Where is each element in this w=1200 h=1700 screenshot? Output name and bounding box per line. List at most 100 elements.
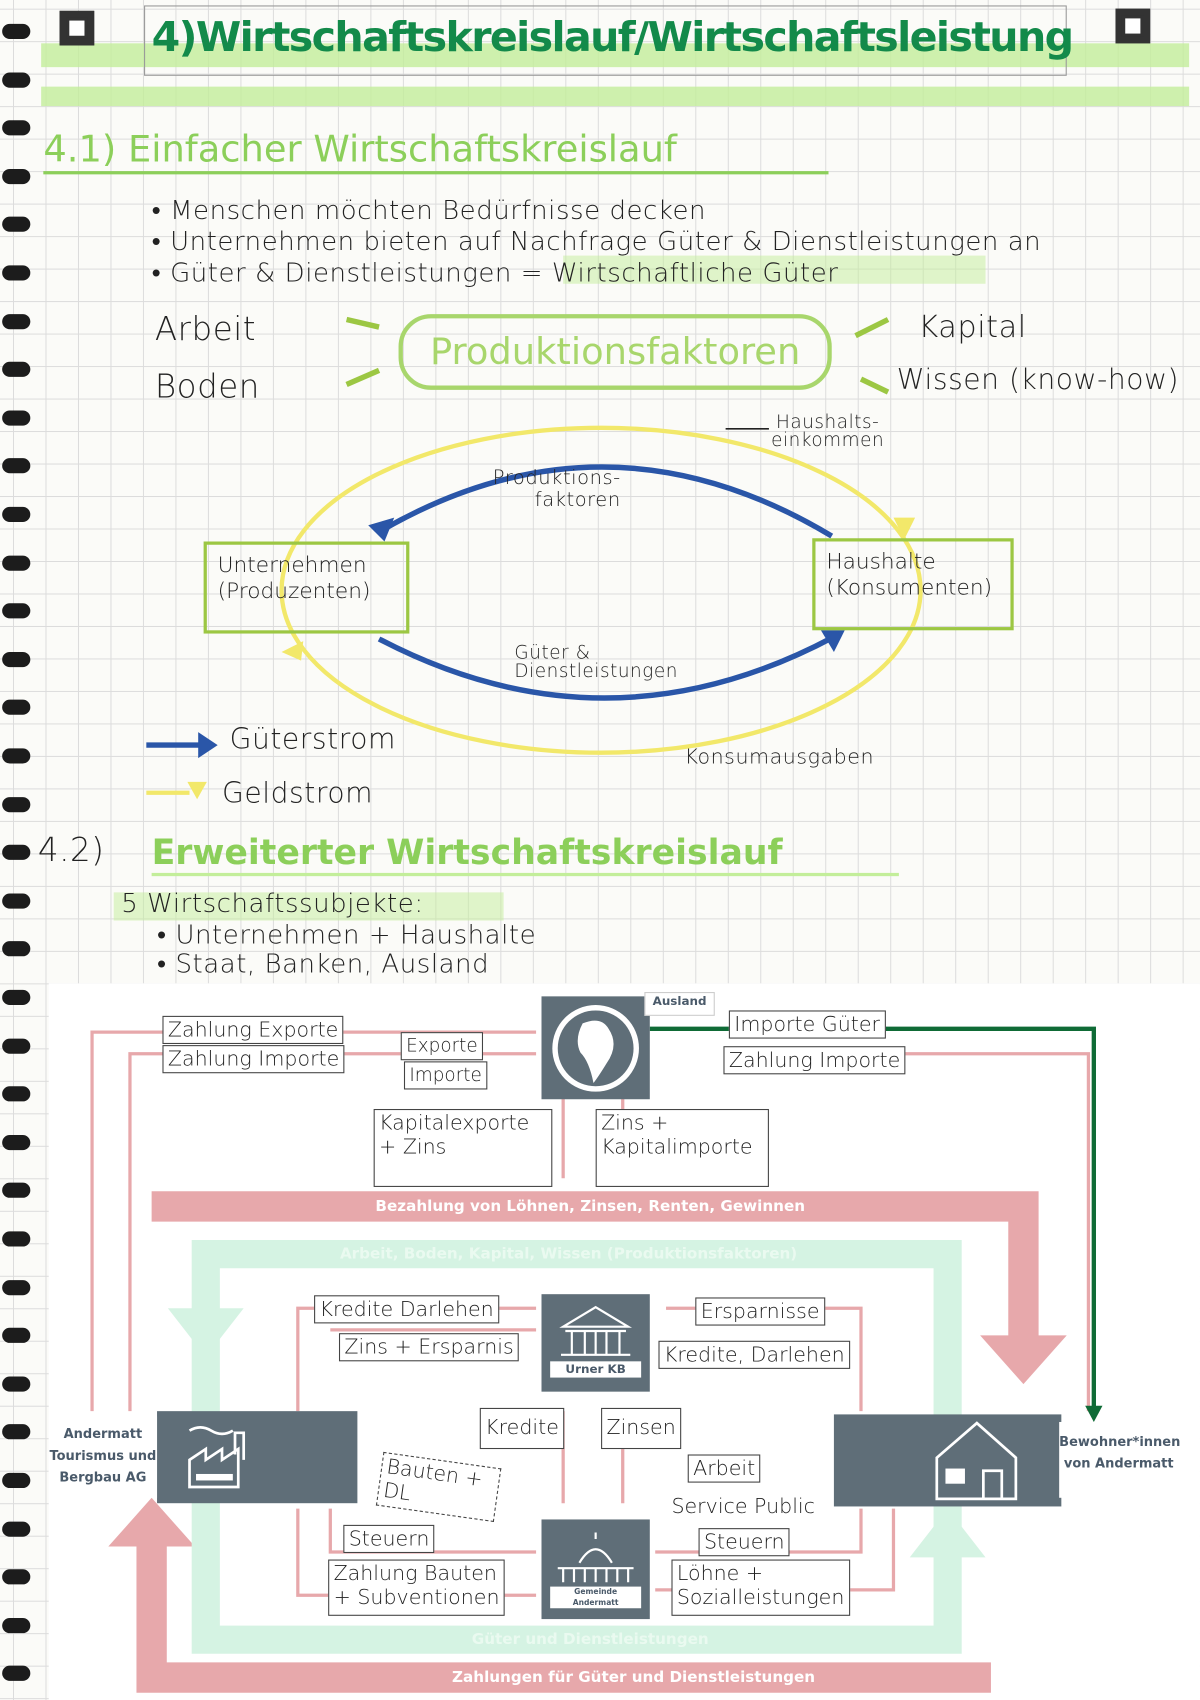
- households-block: [833, 1414, 1062, 1507]
- note-zahlung-importe-right: Zahlung Importe: [723, 1046, 906, 1075]
- note-steuern-right: Steuern: [698, 1528, 790, 1557]
- spiral-ring: [2, 555, 31, 571]
- money-arrow-icon: [187, 781, 207, 800]
- box-haushalte: Haushalte (Konsumenten): [812, 538, 1014, 631]
- section-heading-4-1: 4.1) Einfacher Wirtschaftskreislauf: [43, 128, 829, 175]
- gemeinde-label: Gemeinde Andermatt: [550, 1586, 642, 1609]
- corner-icon: [1115, 8, 1151, 44]
- band-bottom-label: Zahlungen für Güter und Dienstleistungen: [452, 1668, 816, 1687]
- note-exporte: Exporte: [400, 1032, 484, 1061]
- page-title: 4)Wirtschaftskreislauf/Wirtschaftsleistu…: [151, 12, 1074, 61]
- spiral-ring: [2, 217, 31, 233]
- bullet-highlight: [563, 255, 986, 284]
- legend-arrows: [146, 732, 218, 800]
- section-number-4-2: 4.2): [37, 831, 105, 870]
- subject-item: Staat, Banken, Ausland: [175, 948, 490, 980]
- factor-wissen: Wissen (know-how): [896, 363, 1180, 397]
- label-haushaltseinkommen: Haushalts- einkommen: [771, 411, 885, 452]
- spiral-ring: [2, 506, 31, 523]
- title-highlight: [41, 43, 1190, 68]
- note-kapitalexporte: Kapitalexporte + Zins: [373, 1108, 553, 1187]
- bullet-text: Güter & Dienstleistungen = Wirtschaftlic…: [170, 257, 839, 289]
- bank-block: Urner KB: [541, 1294, 650, 1392]
- spiral-ring: [2, 989, 31, 1006]
- note-kredite: Kredite: [479, 1407, 565, 1450]
- note-kapitalimporte: Zins + Kapitalimporte: [595, 1108, 769, 1187]
- spiral-ring: [2, 1617, 31, 1633]
- bullet-item: • Menschen möchten Bedürfnisse decken: [151, 194, 707, 226]
- legend-geldstrom: Geldstrom: [222, 777, 374, 811]
- spiral-ring: [2, 361, 31, 378]
- spiral-ring: [2, 893, 31, 909]
- bullet-text: Unternehmen bieten auf Nachfrage Güter &…: [170, 226, 1042, 257]
- note-ersparnisse: Ersparnisse: [695, 1297, 825, 1326]
- spiral-ring: [2, 1183, 31, 1199]
- note-zahlung-exporte: Zahlung Exporte: [162, 1015, 344, 1045]
- spiral-ring: [2, 748, 31, 764]
- spiral-ring: [2, 1424, 31, 1440]
- ausland-block: [541, 996, 650, 1100]
- spiral-ring: [2, 796, 31, 812]
- money-arrow-head: [893, 517, 916, 540]
- note-steuern-left: Steuern: [343, 1524, 435, 1554]
- spiral-ring: [2, 265, 31, 281]
- money-arrow-head: [281, 641, 304, 661]
- legend-gueterstrom: Güterstrom: [229, 723, 396, 756]
- spiral-ring: [2, 603, 31, 619]
- spiral-ring: [2, 458, 31, 474]
- factor-connectors: [345, 316, 890, 395]
- firm-label: Andermatt Tourismus und Bergbau AG: [48, 1416, 158, 1498]
- government-building-icon: [557, 1532, 634, 1583]
- factor-kapital: Kapital: [918, 308, 1027, 345]
- spiral-ring: [2, 72, 31, 88]
- factor-boden: Boden: [154, 368, 260, 407]
- subject-item: Unternehmen + Haushalte: [175, 919, 537, 950]
- spiral-ring: [2, 941, 31, 957]
- note-importe-gueter: Importe Güter: [728, 1010, 886, 1039]
- arrow-head: [820, 630, 845, 652]
- bullet-item: • Unternehmen bieten auf Nachfrage Güter…: [151, 226, 1042, 257]
- bullet-text: Menschen möchten Bedürfnisse decken: [170, 194, 707, 226]
- bullet-list: • Menschen möchten Bedürfnisse decken • …: [152, 195, 1042, 289]
- spiral-ring: [2, 651, 31, 667]
- bank-label: Urner KB: [550, 1361, 642, 1378]
- bullet-item: • Güter & Dienstleistungen = Wirtschaftl…: [151, 257, 839, 289]
- note-zahlung-bauten: Zahlung Bauten + Subventionen: [328, 1559, 505, 1616]
- note-kredite-darlehen-right: Kredite, Darlehen: [658, 1340, 851, 1369]
- spiral-ring: [2, 844, 31, 861]
- money-flow-ellipse: [279, 425, 923, 755]
- goods-flow-top: [379, 464, 834, 539]
- arrow-head: [368, 517, 395, 542]
- spiral-ring: [2, 700, 31, 716]
- label-gueter-dl: Güter & Dienstleistungen: [514, 642, 678, 683]
- spiral-ring: [2, 1279, 31, 1295]
- spiral-ring: [2, 23, 31, 39]
- spiral-ring: [2, 1666, 31, 1682]
- note-arbeit: Arbeit: [687, 1454, 761, 1483]
- gemeinde-block: Gemeinde Andermatt: [541, 1519, 650, 1620]
- note-loehne: Löhne + Sozialleistungen: [671, 1559, 850, 1616]
- factory-icon: [188, 1426, 246, 1489]
- band-top-label: Bezahlung von Löhnen, Zinsen, Renten, Ge…: [375, 1197, 806, 1216]
- house-icon: [935, 1421, 1018, 1501]
- subjects-highlight: [113, 892, 504, 921]
- production-factors-cloud: Produktionsfaktoren: [398, 314, 832, 390]
- spiral-ring: [2, 1521, 31, 1537]
- spiral-ring: [2, 1472, 31, 1489]
- spiral-ring: [2, 168, 31, 184]
- factor-arbeit: Arbeit: [154, 310, 257, 349]
- extended-circuit-diagram: Bezahlung von Löhnen, Zinsen, Renten, Ge…: [48, 983, 1200, 1700]
- label-konsumausgaben: Konsumausgaben: [684, 745, 875, 769]
- spiral-ring: [2, 1569, 31, 1585]
- subjects-title: 5 Wirtschaftssubjekte:: [121, 888, 424, 919]
- label-produktionsfaktoren: Produktions- faktoren: [492, 466, 621, 512]
- note-importe: Importe: [403, 1061, 488, 1090]
- simple-circuit-diagram: [279, 425, 923, 755]
- spiral-ring: [2, 1038, 31, 1054]
- spiral-ring: [2, 1327, 31, 1344]
- spiral-ring: [2, 120, 31, 136]
- households-label: Bewohner*innen von Andermatt: [1059, 1421, 1180, 1498]
- bank-building-icon: [559, 1305, 633, 1356]
- globe-icon: [552, 1005, 639, 1092]
